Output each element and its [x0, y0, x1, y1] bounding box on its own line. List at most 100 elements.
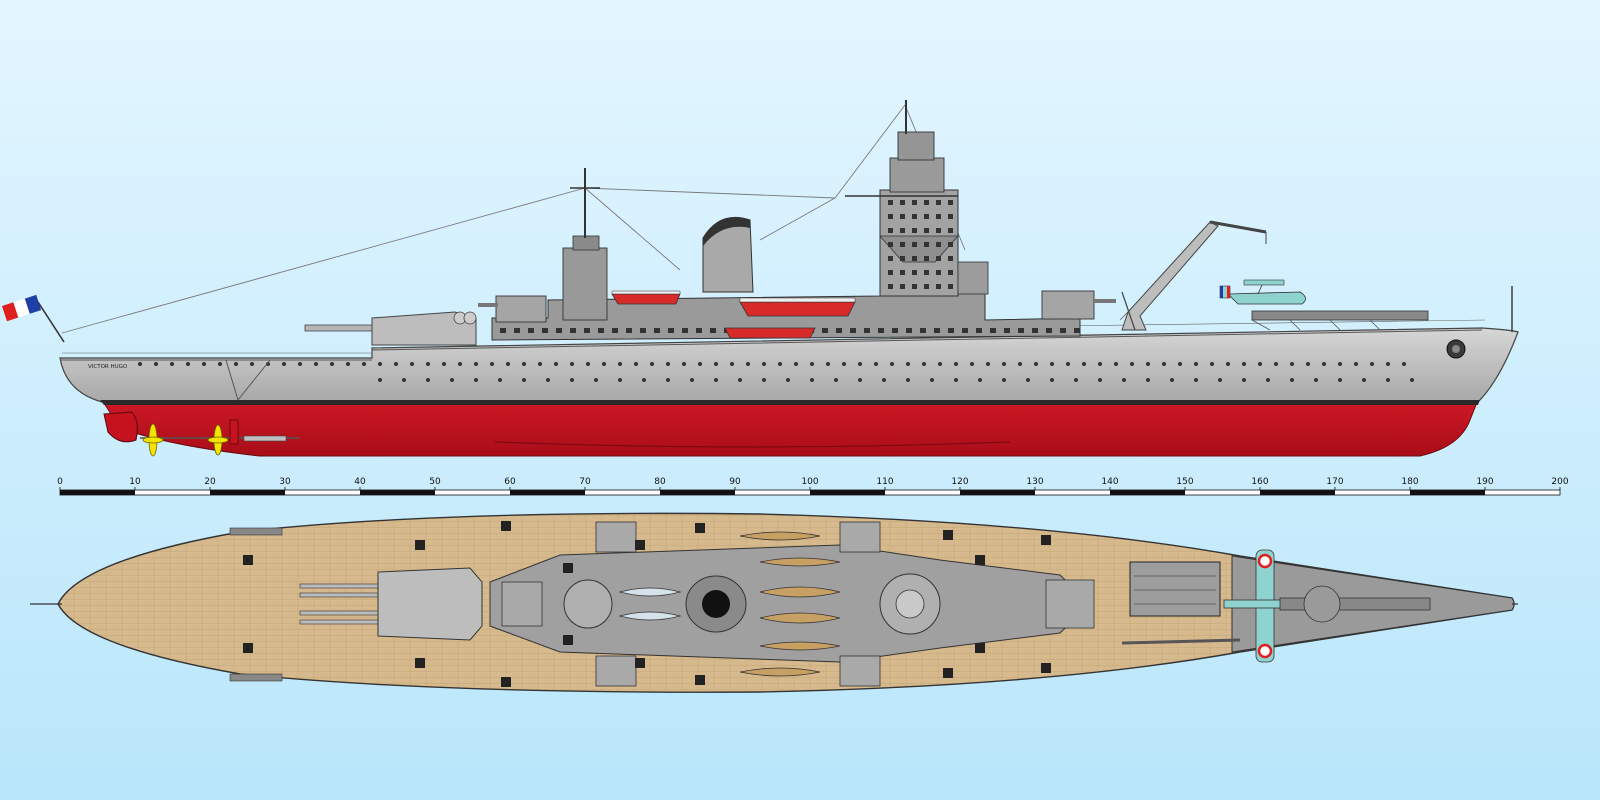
porthole: [362, 362, 366, 366]
window: [936, 284, 941, 289]
porthole: [1338, 378, 1342, 382]
porthole: [330, 362, 334, 366]
aa-mount: [943, 668, 953, 678]
window: [948, 328, 954, 333]
porthole: [218, 362, 222, 366]
scale-tick-label: 90: [729, 477, 741, 487]
porthole: [1210, 362, 1214, 366]
window: [900, 242, 905, 247]
window: [822, 328, 828, 333]
porthole: [858, 378, 862, 382]
propeller-icon: [207, 424, 229, 456]
scale-tick-label: 170: [1326, 477, 1343, 487]
porthole: [1306, 362, 1310, 366]
window: [962, 328, 968, 333]
aa-mount: [243, 643, 253, 653]
portholes: [138, 362, 1414, 382]
porthole: [618, 362, 622, 366]
porthole: [450, 378, 454, 382]
porthole: [1386, 378, 1390, 382]
porthole: [922, 362, 926, 366]
catapult-plan: [1279, 585, 1431, 623]
porthole: [730, 362, 734, 366]
porthole: [906, 378, 910, 382]
porthole: [1002, 378, 1006, 382]
window: [598, 328, 604, 333]
window: [668, 328, 674, 333]
porthole: [970, 362, 974, 366]
window: [900, 214, 905, 219]
porthole: [1218, 378, 1222, 382]
porthole: [682, 362, 686, 366]
porthole: [762, 378, 766, 382]
porthole: [1194, 378, 1198, 382]
porthole: [546, 378, 550, 382]
plan-view: [30, 512, 1518, 693]
window: [500, 328, 506, 333]
porthole: [1354, 362, 1358, 366]
porthole: [666, 362, 670, 366]
scale-bar-segment: [1410, 490, 1485, 495]
window: [936, 242, 941, 247]
porthole: [1274, 362, 1278, 366]
aa-mount: [635, 540, 645, 550]
aa-mount: [695, 523, 705, 533]
porthole: [978, 378, 982, 382]
porthole: [1170, 378, 1174, 382]
window: [1046, 328, 1052, 333]
porthole: [498, 378, 502, 382]
window: [1060, 328, 1066, 333]
porthole: [522, 378, 526, 382]
scale-tick-label: 60: [504, 477, 516, 487]
porthole: [1082, 362, 1086, 366]
scale-tick-label: 80: [654, 477, 666, 487]
porthole: [426, 362, 430, 366]
porthole: [1290, 378, 1294, 382]
window: [836, 328, 842, 333]
window: [514, 328, 520, 333]
window: [864, 328, 870, 333]
scale-tick-label: 100: [801, 477, 818, 487]
aa-mounts: [243, 521, 1051, 687]
porthole: [890, 362, 894, 366]
scale-bar-segment: [660, 490, 735, 495]
window: [912, 242, 917, 247]
porthole: [1410, 378, 1414, 382]
porthole: [954, 378, 958, 382]
secondary-turrets-plan: [501, 521, 1095, 687]
porthole: [1370, 362, 1374, 366]
porthole: [938, 362, 942, 366]
forward-tower-plan: [563, 573, 941, 635]
window: [710, 328, 716, 333]
window: [912, 284, 917, 289]
window: [900, 200, 905, 205]
porthole: [1242, 362, 1246, 366]
window: [924, 270, 929, 275]
porthole: [1290, 362, 1294, 366]
porthole: [1098, 378, 1102, 382]
porthole: [474, 362, 478, 366]
window: [682, 328, 688, 333]
window: [888, 242, 893, 247]
porthole: [138, 362, 142, 366]
window: [1004, 328, 1010, 333]
window: [900, 228, 905, 233]
window: [924, 228, 929, 233]
porthole: [1074, 378, 1078, 382]
porthole: [666, 378, 670, 382]
window: [888, 214, 893, 219]
main-turret-aft: [304, 311, 477, 346]
ship-name-plate: VICTOR HUGO: [88, 364, 128, 370]
window: [888, 284, 893, 289]
porthole: [1314, 378, 1318, 382]
aa-mount: [975, 643, 985, 653]
porthole: [858, 362, 862, 366]
seaplane-plan-icon: [1223, 549, 1315, 663]
window: [948, 228, 953, 233]
porthole: [986, 362, 990, 366]
window: [924, 256, 929, 261]
scale-bar-segment: [960, 490, 1035, 495]
scale-tick-label: 70: [579, 477, 591, 487]
window: [542, 328, 548, 333]
propeller-icon: [142, 423, 164, 457]
